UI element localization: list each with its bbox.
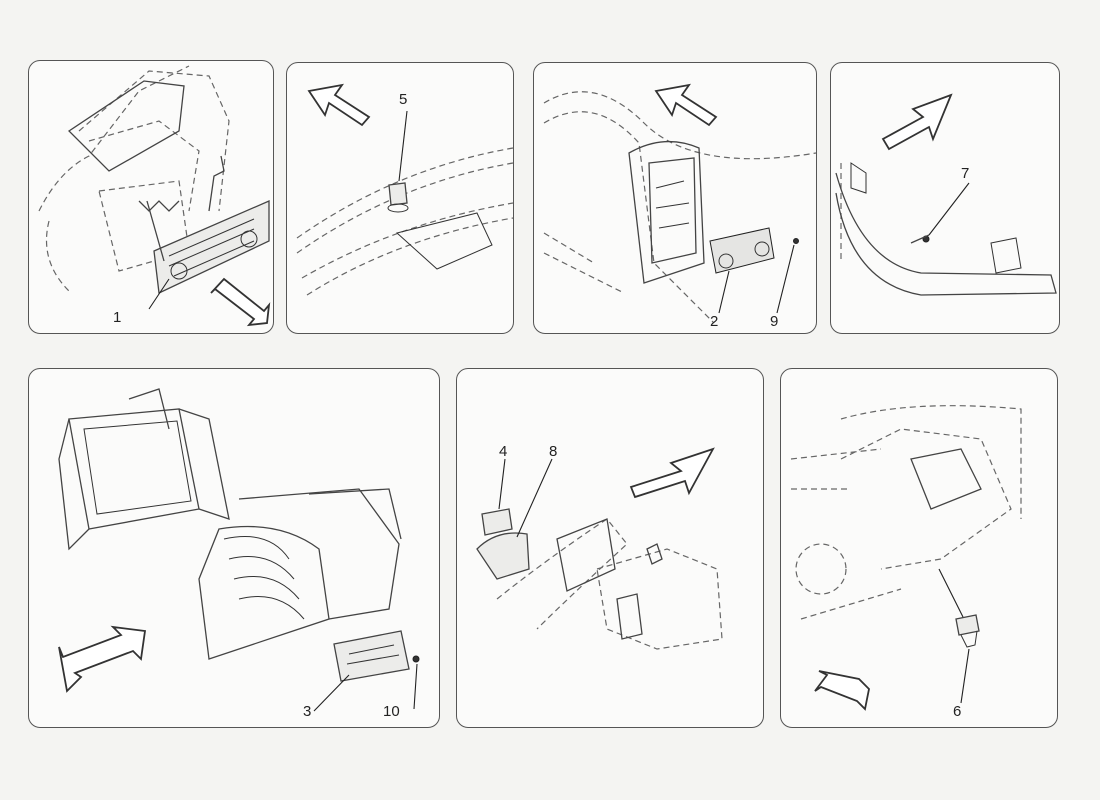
callout-7: 7 (961, 165, 970, 182)
bracket-illustration (835, 93, 1057, 296)
overhead-illustration (476, 447, 723, 650)
callout-9: 9 (770, 313, 779, 330)
panel-footwell-sensor: 6 (780, 368, 1058, 728)
panel-hvac-unit: 3 10 (28, 368, 440, 728)
callout-1: 1 (113, 309, 122, 326)
fastener-illustration (296, 83, 513, 296)
panel-dashboard-control-unit: 1 (28, 60, 274, 334)
panel-overhead-module: 4 8 (456, 368, 764, 728)
callout-10: 10 (383, 703, 400, 720)
callout-4: 4 (499, 443, 508, 460)
footwell-illustration (790, 405, 1022, 711)
hvac-illustration (58, 388, 420, 712)
callout-2: 2 (710, 313, 719, 330)
dashboard-illustration (38, 65, 271, 327)
callout-3: 3 (303, 703, 312, 720)
console-illustration (543, 83, 816, 324)
panel-bracket-sensor: 7 (830, 62, 1060, 334)
callout-8: 8 (549, 443, 558, 460)
callout-6: 6 (953, 703, 962, 720)
panel-console-unit: 2 9 (533, 62, 817, 334)
panel-fastener-5: 5 (286, 62, 514, 334)
callout-5: 5 (399, 91, 408, 108)
